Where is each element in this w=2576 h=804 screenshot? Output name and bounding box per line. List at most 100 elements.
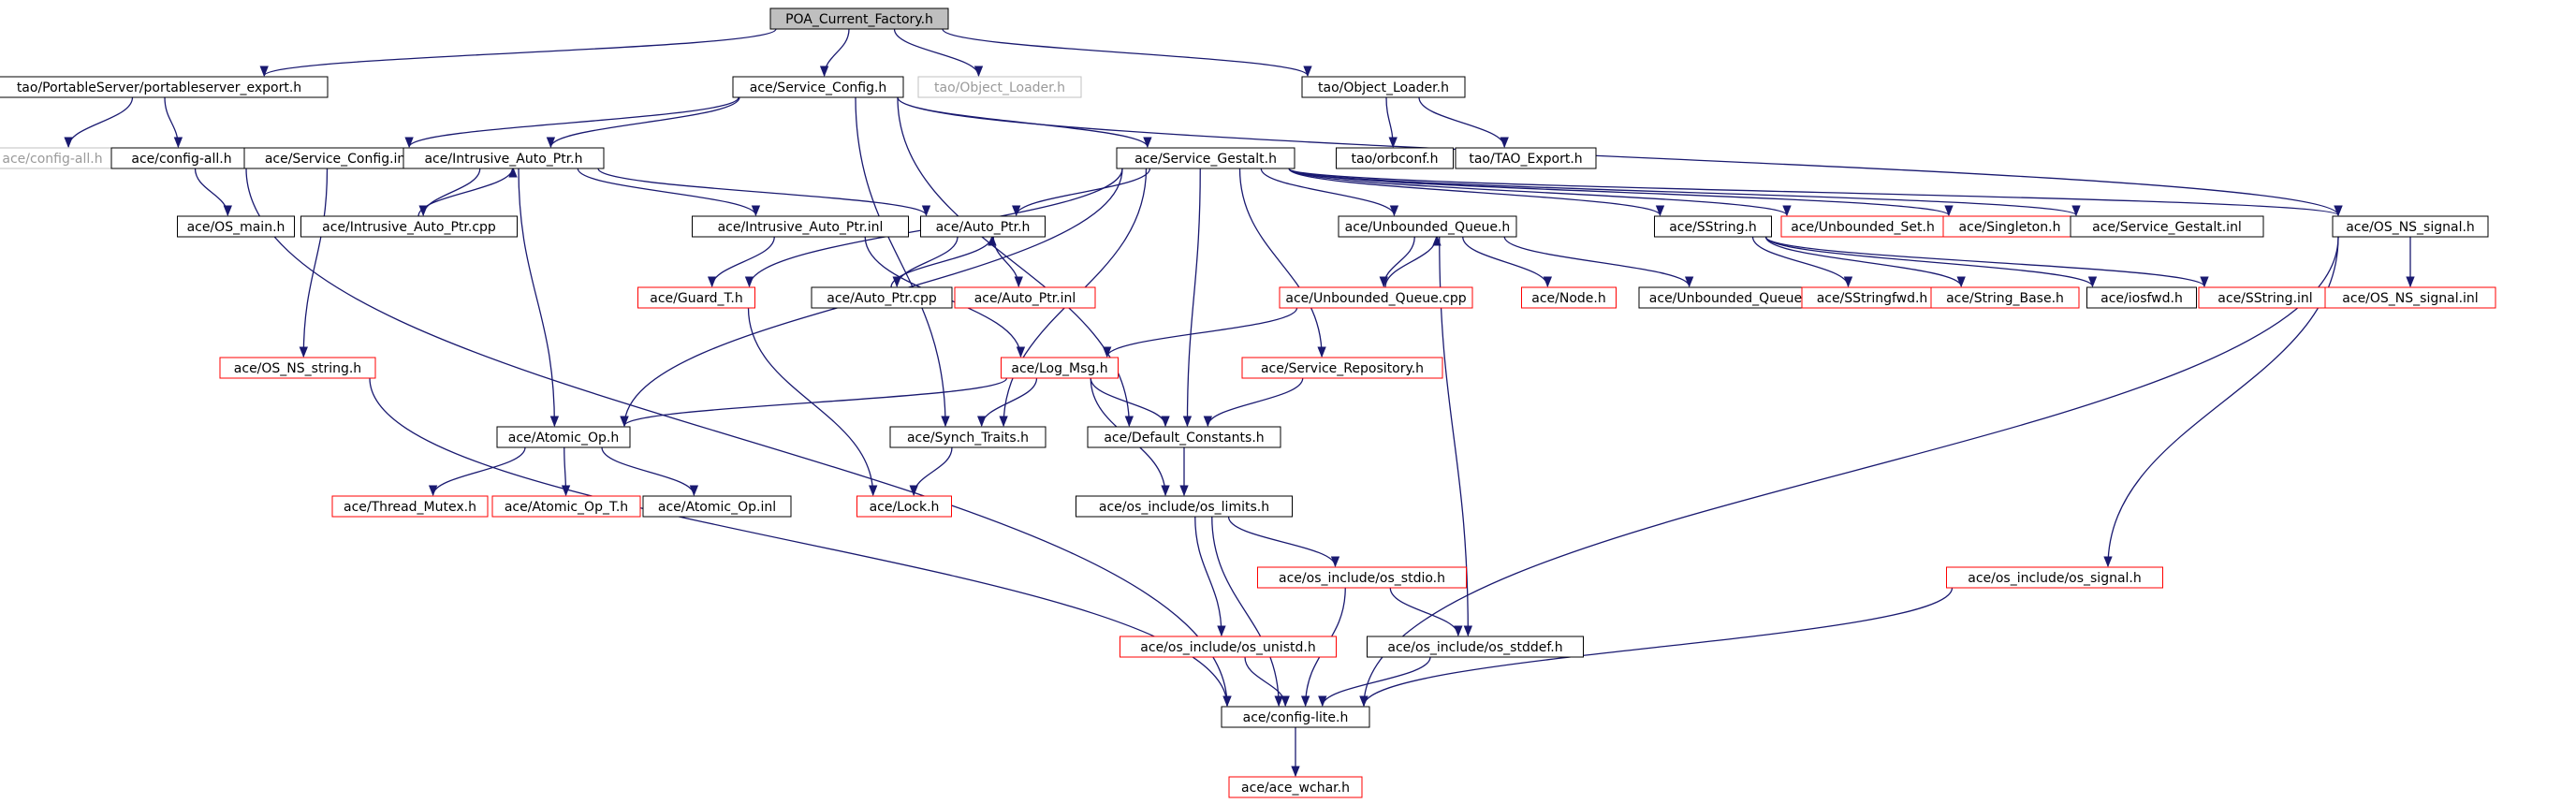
node-label: ace/Intrusive_Auto_Ptr.cpp xyxy=(322,220,496,235)
node-guard-t[interactable]: ace/Guard_T.h xyxy=(637,286,755,309)
node-tao-export[interactable]: tao/TAO_Export.h xyxy=(1455,147,1597,169)
node-label: tao/TAO_Export.h xyxy=(1469,152,1582,167)
node-os-stddef[interactable]: ace/os_include/os_stddef.h xyxy=(1367,636,1584,658)
node-os-stdio[interactable]: ace/os_include/os_stdio.h xyxy=(1257,566,1467,589)
node-label: POA_Current_Factory.h xyxy=(785,12,933,27)
edge-os-limits-to-os-unistd xyxy=(1194,516,1226,637)
node-label: ace/iosfwd.h xyxy=(2100,291,2183,306)
node-config-all-gray[interactable]: ace/config-all.h xyxy=(0,147,124,169)
node-ace-wchar[interactable]: ace/ace_wchar.h xyxy=(1228,776,1363,798)
node-box xyxy=(1336,147,1454,169)
node-os-main[interactable]: ace/OS_main.h xyxy=(177,215,295,238)
node-root[interactable]: POA_Current_Factory.h xyxy=(769,7,949,30)
node-os-ns-signal-h[interactable]: ace/OS_NS_signal.h xyxy=(2332,215,2489,238)
node-os-limits[interactable]: ace/os_include/os_limits.h xyxy=(1076,495,1293,518)
node-sstringfwd[interactable]: ace/SStringfwd.h xyxy=(1801,286,1943,309)
node-os-signal[interactable]: ace/os_include/os_signal.h xyxy=(1946,566,2163,589)
node-unb-queue-inl[interactable]: ace/Unbounded_Queue.inl xyxy=(1638,286,1833,309)
node-string-base[interactable]: ace/String_Base.h xyxy=(1930,286,2080,309)
edge-iap-cpp-to-iap-h xyxy=(417,166,518,217)
edge-svc-config-h-to-synch-traits xyxy=(855,96,950,428)
node-os-unistd[interactable]: ace/os_include/os_unistd.h xyxy=(1120,636,1337,658)
node-os-ns-string[interactable]: ace/OS_NS_string.h xyxy=(219,357,376,379)
node-atomic-op-t[interactable]: ace/Atomic_Op_T.h xyxy=(491,495,641,518)
node-box xyxy=(496,426,631,448)
node-thread-mutex[interactable]: ace/Thread_Mutex.h xyxy=(331,495,489,518)
node-tps-export[interactable]: tao/PortableServer/portableserver_export… xyxy=(0,76,329,98)
edge-iap-h-to-atomic-op-h xyxy=(518,168,560,428)
node-lock-h[interactable]: ace/Lock.h xyxy=(856,495,952,518)
node-iosfwd[interactable]: ace/iosfwd.h xyxy=(2086,286,2197,309)
edge-os-signal-to-config-lite xyxy=(1359,587,1954,708)
edge-svc-gestalt-h-to-svc-gestalt-inl xyxy=(1288,168,2081,217)
node-auto-ptr-h[interactable]: ace/Auto_Ptr.h xyxy=(920,215,1046,238)
edge-atomic-op-h-to-atomic-op-inl xyxy=(601,446,699,497)
node-box xyxy=(954,286,1096,309)
node-atomic-op-inl[interactable]: ace/Atomic_Op.inl xyxy=(642,495,792,518)
node-box xyxy=(1930,286,2080,309)
node-box xyxy=(769,7,949,30)
node-tao-orbconf[interactable]: tao/orbconf.h xyxy=(1336,147,1454,169)
edge-svc-repo-to-default-consts xyxy=(1203,377,1304,428)
node-box xyxy=(1521,286,1617,309)
node-box xyxy=(732,76,904,98)
node-iap-inl[interactable]: ace/Intrusive_Auto_Ptr.inl xyxy=(692,215,909,238)
node-atomic-op-h[interactable]: ace/Atomic_Op.h xyxy=(496,426,631,448)
node-config-lite[interactable]: ace/config-lite.h xyxy=(1221,706,1370,728)
node-box xyxy=(1241,357,1443,379)
node-tao-objloader[interactable]: tao/Object_Loader.h xyxy=(1301,76,1466,98)
node-box xyxy=(0,76,329,98)
node-box xyxy=(402,147,605,169)
edge-root-to-tps-export xyxy=(259,28,777,78)
edge-os-stdio-to-os-stddef xyxy=(1389,587,1463,637)
edge-sstring-h-to-sstringfwd xyxy=(1751,236,1853,288)
node-box xyxy=(889,426,1046,448)
node-label: ace/ace_wchar.h xyxy=(1241,781,1350,796)
node-os-ns-signal-inl[interactable]: ace/OS_NS_signal.inl xyxy=(2324,286,2496,309)
node-iap-cpp[interactable]: ace/Intrusive_Auto_Ptr.cpp xyxy=(300,215,518,238)
node-default-consts[interactable]: ace/Default_Constants.h xyxy=(1087,426,1281,448)
edge-svc-config-h-to-os-ns-signal-h xyxy=(897,96,2343,217)
node-node-h[interactable]: ace/Node.h xyxy=(1521,286,1617,309)
node-iap-h[interactable]: ace/Intrusive_Auto_Ptr.h xyxy=(402,147,605,169)
node-box xyxy=(856,495,952,518)
node-svc-config-inl[interactable]: ace/Service_Config.inl xyxy=(243,147,431,169)
node-tao-objloader-gray[interactable]: tao/Object_Loader.h xyxy=(917,76,1082,98)
edges-layer xyxy=(64,28,2415,778)
node-box xyxy=(1087,426,1281,448)
edge-os-stddef-to-config-lite xyxy=(1318,656,1431,708)
node-svc-repo[interactable]: ace/Service_Repository.h xyxy=(1241,357,1443,379)
node-unb-queue-cpp[interactable]: ace/Unbounded_Queue.cpp xyxy=(1279,286,1473,309)
node-label: tao/PortableServer/portableserver_export… xyxy=(17,80,301,95)
node-label: ace/os_include/os_stdio.h xyxy=(1279,571,1445,586)
edge-sstring-h-to-string-base xyxy=(1764,236,1966,288)
node-synch-traits[interactable]: ace/Synch_Traits.h xyxy=(889,426,1046,448)
node-auto-ptr-cpp[interactable]: ace/Auto_Ptr.cpp xyxy=(811,286,953,309)
nodes-layer: POA_Current_Factory.h tao/PortableServer/… xyxy=(0,7,2496,798)
node-box xyxy=(300,215,518,238)
node-singleton[interactable]: ace/Singleton.h xyxy=(1942,215,2077,238)
edge-tps-export-to-config-all-gray xyxy=(64,96,134,149)
edge-svc-gestalt-h-to-svc-repo xyxy=(1238,168,1326,358)
node-log-msg[interactable]: ace/Log_Msg.h xyxy=(1001,357,1119,379)
node-svc-gestalt-h[interactable]: ace/Service_Gestalt.h xyxy=(1116,147,1295,169)
node-config-all[interactable]: ace/config-all.h xyxy=(110,147,253,169)
node-unb-set[interactable]: ace/Unbounded_Set.h xyxy=(1780,215,1945,238)
node-svc-config-h[interactable]: ace/Service_Config.h xyxy=(732,76,904,98)
node-label: ace/config-all.h xyxy=(131,152,231,167)
node-label: ace/Unbounded_Queue.h xyxy=(1345,220,1511,235)
node-sstring-inl[interactable]: ace/SString.inl xyxy=(2198,286,2333,309)
edge-svc-config-h-to-iap-h xyxy=(546,96,740,149)
node-svc-gestalt-inl[interactable]: ace/Service_Gestalt.inl xyxy=(2070,215,2264,238)
node-label: ace/os_include/os_unistd.h xyxy=(1140,640,1315,655)
edge-log-msg-to-synch-traits xyxy=(977,377,1038,428)
node-auto-ptr-inl[interactable]: ace/Auto_Ptr.inl xyxy=(954,286,1096,309)
edge-os-ns-signal-h-to-os-signal xyxy=(2103,236,2339,568)
node-label: ace/Atomic_Op.inl xyxy=(658,500,776,515)
node-sstring-h[interactable]: ace/SString.h xyxy=(1654,215,1772,238)
node-unb-queue-h[interactable]: ace/Unbounded_Queue.h xyxy=(1338,215,1517,238)
node-label: ace/Synch_Traits.h xyxy=(907,431,1029,446)
node-label: ace/Auto_Ptr.cpp xyxy=(827,291,937,306)
node-label: ace/SString.h xyxy=(1669,220,1757,235)
edge-root-to-tao-objloader-gray xyxy=(893,28,984,78)
